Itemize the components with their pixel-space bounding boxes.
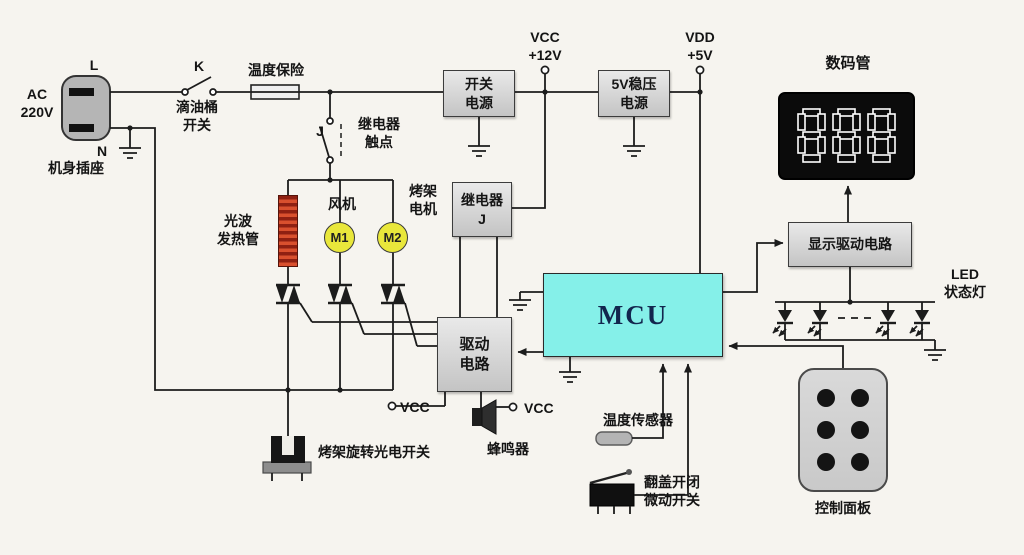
fan-motor-m1: M1 [324, 222, 355, 253]
micro-switch-icon [589, 469, 635, 514]
fuse-symbol [250, 84, 300, 100]
vcc-terminal [540, 65, 550, 75]
temperature-sensor-icon [595, 431, 633, 446]
vcc-buzzer-label: VCC [524, 400, 554, 416]
digit-tube [778, 92, 915, 180]
display-driver-box: 显示驱动电路 [788, 222, 912, 267]
vcc-terminal [387, 401, 397, 411]
digit [797, 108, 826, 163]
mcu-box: MCU [543, 273, 723, 357]
relay-contact-label: 继电器触点 [358, 116, 400, 150]
driver-box: 驱动电路 [437, 317, 512, 392]
ground-icon [924, 349, 946, 361]
photo-switch-icon [262, 436, 312, 481]
digit-tube-label: 数码管 [825, 55, 871, 72]
ground-icon [468, 145, 490, 157]
lid-switch-label: 翻盖开闭微动开关 [644, 474, 700, 508]
vcc-terminal [508, 402, 518, 412]
neutral-label: N [96, 143, 108, 159]
vcc-driver-label: VCC [400, 399, 430, 415]
reg5v-box: 5V稳压电源 [598, 70, 670, 117]
buzzer-label: 蜂鸣器 [487, 441, 529, 457]
led-icon [772, 302, 793, 340]
digit [867, 108, 896, 163]
triac-symbol [328, 283, 365, 335]
triac-symbol [276, 283, 313, 323]
panel-buttons [817, 389, 869, 471]
relay-contact-j-label: J [316, 123, 324, 139]
fuse-label: 温度保险 [248, 62, 304, 78]
grill-motor-label: 烤架电机 [409, 183, 437, 217]
vcc-12v-label: VCC+12V [528, 29, 562, 63]
led-icon [875, 302, 896, 340]
vdd-terminal [695, 65, 705, 75]
heater-element [278, 195, 298, 267]
power-plug-icon [61, 75, 111, 141]
ground-icon [623, 145, 645, 157]
fan-label: 风机 [328, 196, 356, 212]
led-icon [909, 302, 930, 340]
drip-switch-label: 滴油桶开关 [176, 99, 218, 133]
smps-box: 开关电源 [443, 70, 515, 117]
heater-label: 光波发热管 [217, 213, 259, 247]
ground-icon [119, 147, 141, 159]
drip-switch-symbol [181, 76, 217, 96]
panel-label: 控制面板 [815, 500, 871, 516]
seven-segment-digits [797, 108, 896, 163]
buzzer-icon [472, 399, 497, 435]
k-switch-label: K [193, 58, 205, 74]
temp-sensor-label: 温度传感器 [603, 412, 673, 428]
ground-icon [509, 299, 531, 311]
relay-contact-symbol [319, 117, 342, 164]
live-label: L [89, 57, 99, 73]
digit [832, 108, 861, 163]
ground-icon [559, 371, 581, 383]
grill-motor-m2: M2 [377, 222, 408, 253]
led-icon [807, 302, 828, 340]
socket-label: 机身插座 [48, 160, 104, 176]
photo-switch-label: 烤架旋转光电开关 [318, 444, 430, 460]
control-panel [798, 368, 888, 492]
vdd-5v-label: VDD+5V [685, 29, 715, 63]
triac-symbol [381, 283, 418, 347]
